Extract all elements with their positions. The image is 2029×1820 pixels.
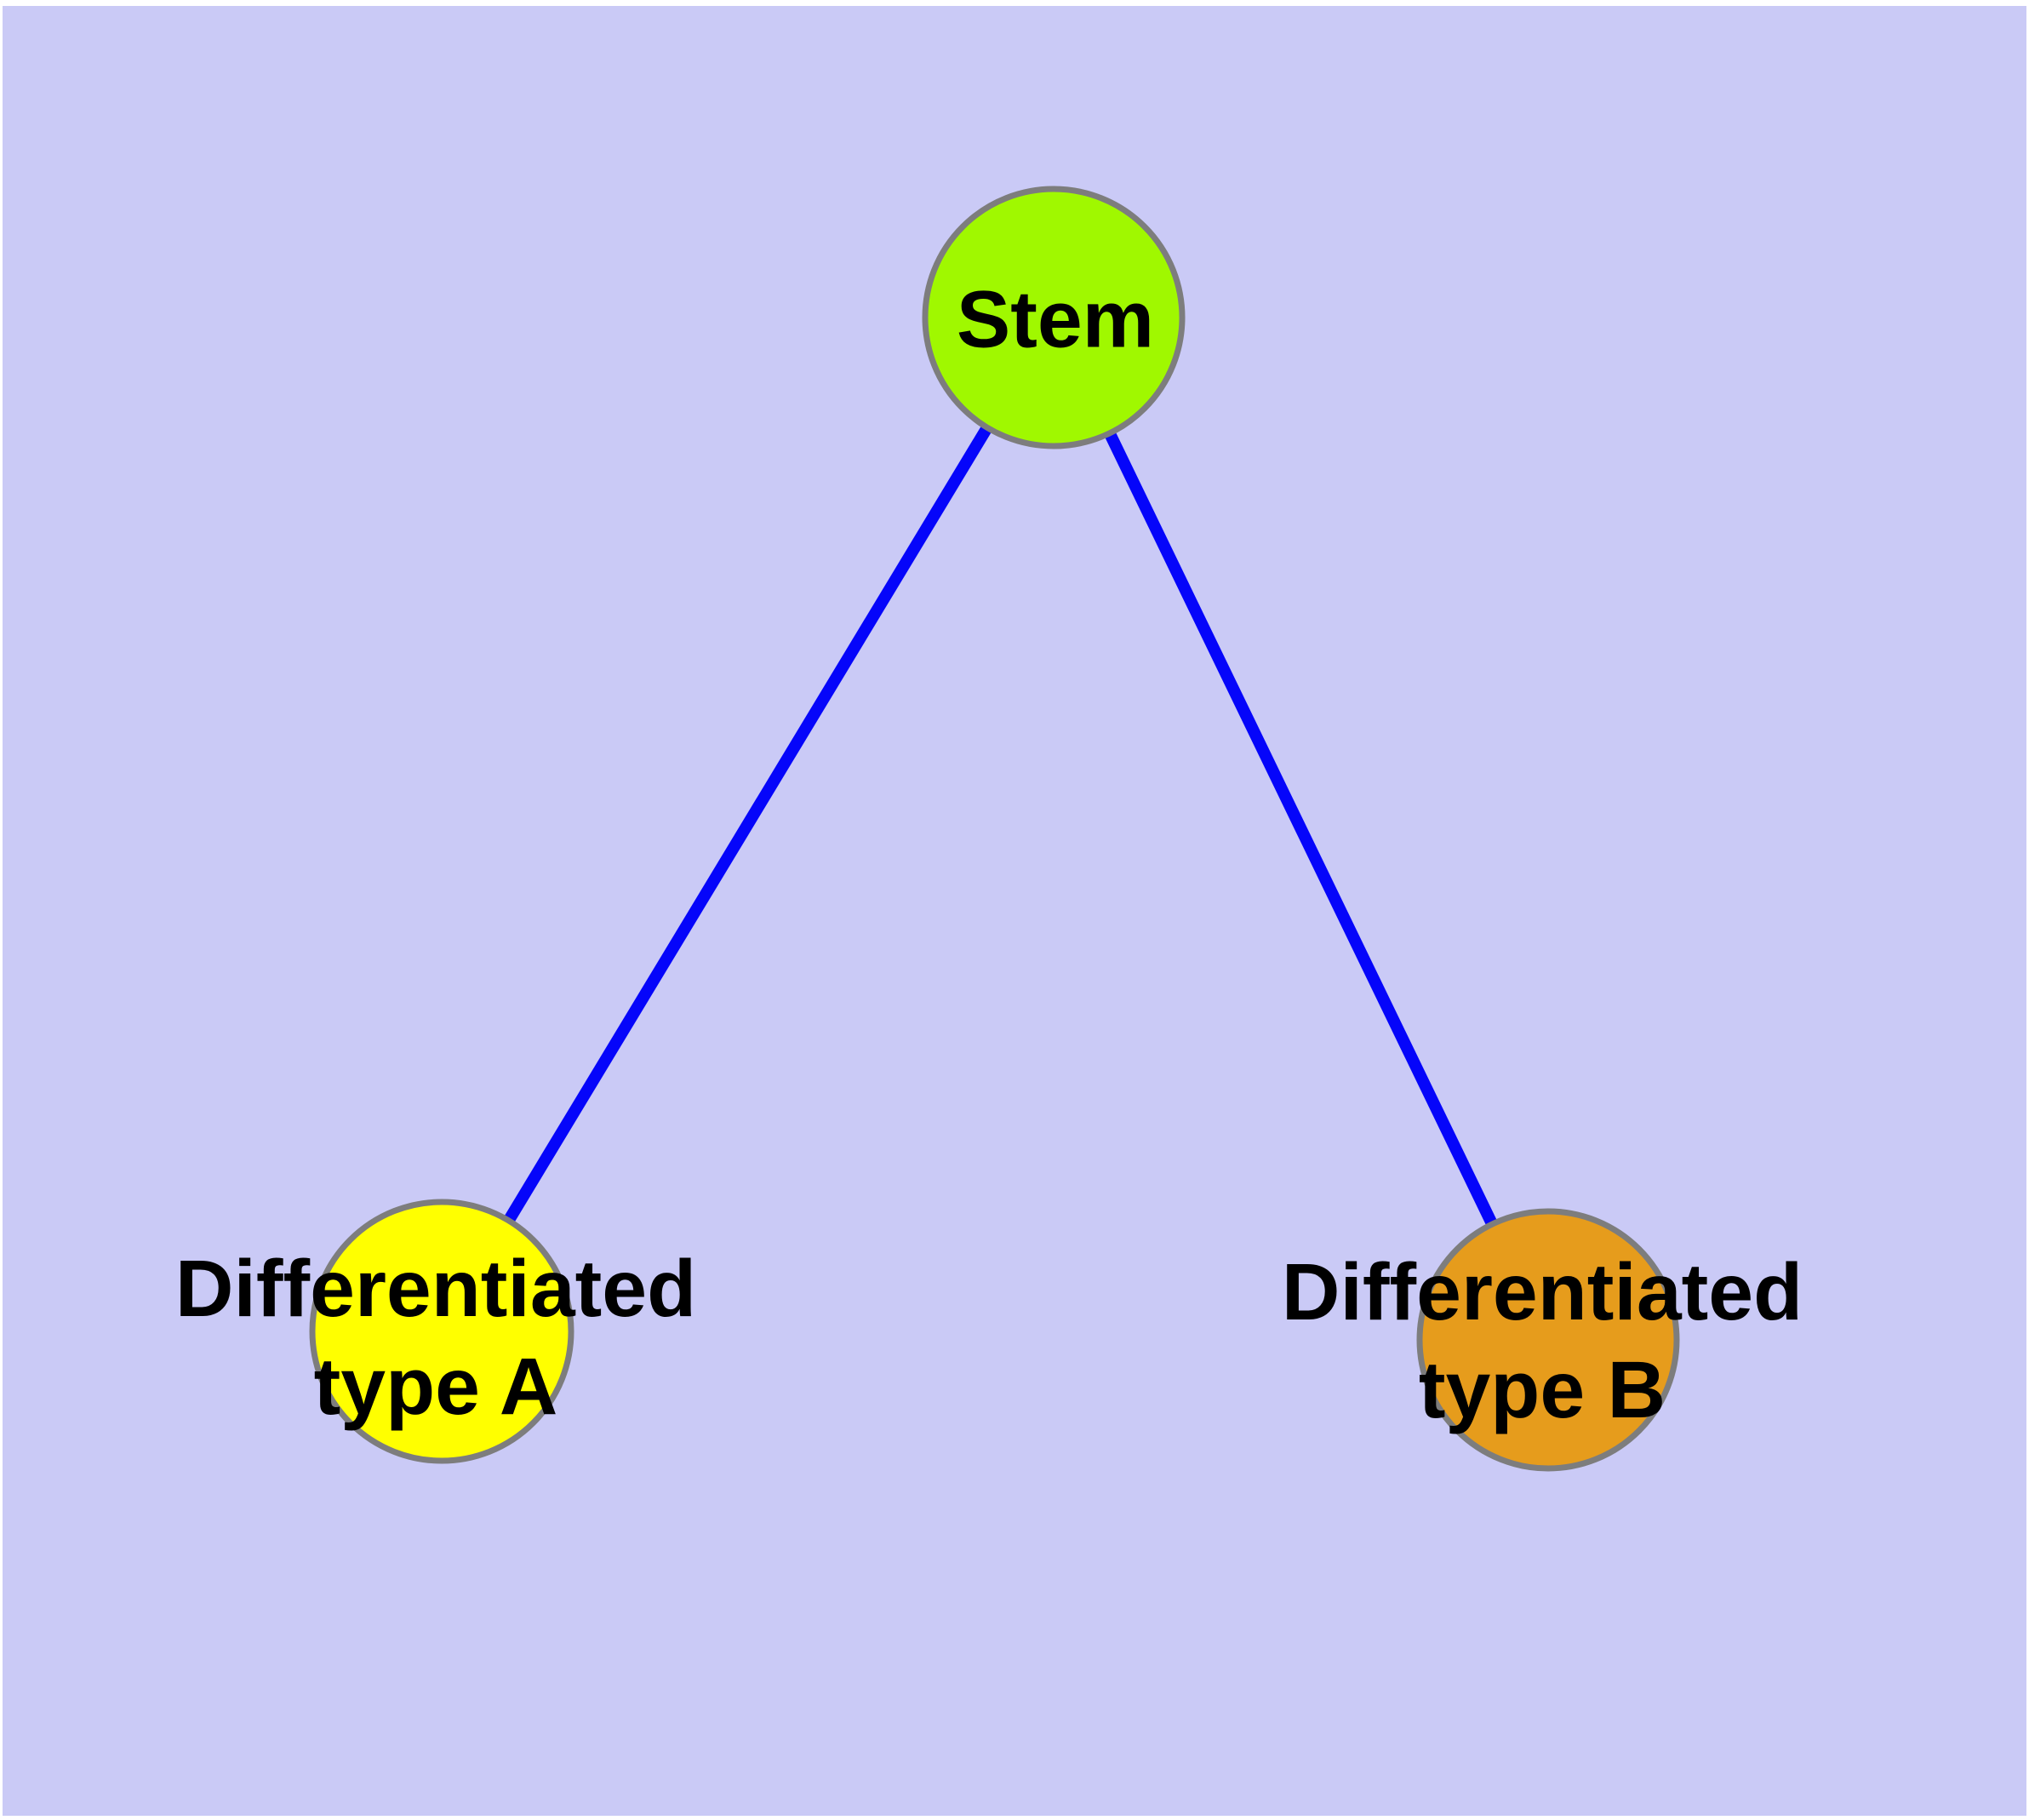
node-type-b-label-line1: Differentiated <box>1281 1247 1803 1337</box>
edge-stem-to-type-b <box>1048 314 1554 1343</box>
node-type-b-circle <box>1416 1208 1680 1472</box>
node-type-a-label-line1: Differentiated <box>174 1244 697 1334</box>
node-type-a-circle <box>309 1199 574 1464</box>
node-type-b-label: Differentiated type B <box>1282 1244 1803 1439</box>
node-stem-label: Stem <box>956 274 1155 365</box>
diagram-canvas: Stem Differentiated type A Differentiate… <box>3 6 2026 1816</box>
node-stem-circle <box>922 186 1186 449</box>
edge-stem-to-type-a <box>437 314 1059 1335</box>
node-type-a-label-line2: type A <box>313 1342 558 1432</box>
node-type-b-label-line2: type B <box>1418 1345 1666 1435</box>
graph-svg <box>309 186 1680 1472</box>
node-type-a-label: Differentiated type A <box>175 1240 696 1436</box>
